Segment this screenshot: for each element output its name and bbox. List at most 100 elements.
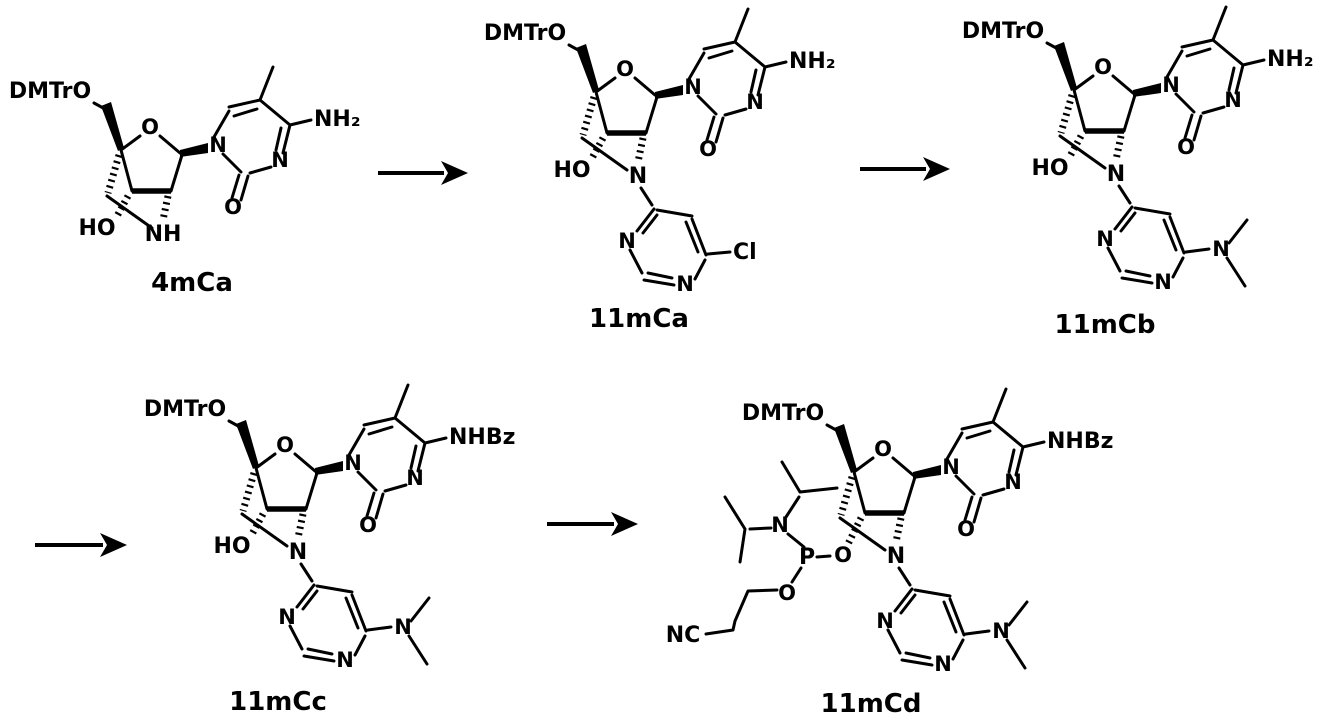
atom-label-base-n1: N bbox=[344, 451, 362, 475]
atom-label-amine: NHBz bbox=[449, 425, 515, 450]
hashed-bond-c4-bridge bbox=[579, 96, 598, 136]
atom-label-base-n1: N bbox=[1162, 73, 1180, 97]
atom-label-base-n1: N bbox=[684, 75, 702, 99]
hashed-bond-c3-o bbox=[844, 516, 865, 546]
atom-label-dimethylamino-n: N bbox=[394, 615, 412, 639]
bond-network bbox=[825, 387, 1046, 552]
hashed-bond-c2-n bbox=[892, 517, 905, 543]
atom-label-base-n3: N bbox=[746, 90, 764, 114]
atom-label-bridge-n: N bbox=[1107, 162, 1125, 187]
atom-label-hydroxyl: HO bbox=[1031, 156, 1068, 181]
atom-label-pyrimidine-n3: N bbox=[876, 609, 894, 633]
wedge-c5-c4 bbox=[101, 102, 124, 151]
atom-label-pyrimidine-n1: N bbox=[676, 272, 694, 296]
atom-label-ring-o: O bbox=[1094, 55, 1112, 79]
wedge-c1-n1 bbox=[180, 143, 208, 157]
atom-label-bridge-n: N bbox=[629, 164, 647, 189]
bond-network bbox=[567, 7, 788, 172]
atom-label-pyrimidine-n1: N bbox=[1154, 270, 1172, 294]
reaction-arrow-3 bbox=[35, 533, 127, 557]
atom-label-pyrimidine-n3: N bbox=[1096, 227, 1114, 251]
wedge-c5-c4 bbox=[1054, 42, 1077, 91]
hashed-bond-c3-oh bbox=[112, 194, 132, 220]
arrow-head bbox=[611, 512, 638, 536]
hashed-bond-c2-n bbox=[159, 195, 172, 221]
atom-label-base-n3: N bbox=[1224, 88, 1242, 112]
atom-label-hydroxyl: HO bbox=[78, 216, 115, 241]
phosphoramidite-bond-network bbox=[704, 460, 839, 636]
hashed-bond-c4-bridge bbox=[1057, 94, 1076, 134]
arrow-head bbox=[923, 157, 950, 181]
pyrimidine-bond-network bbox=[288, 562, 431, 666]
structure-11mCa: DMTrO O N N O NH₂ HO N N N Cl bbox=[484, 7, 835, 296]
atom-label-amine: NH₂ bbox=[1267, 47, 1313, 72]
atom-label-o3-oxygen: O bbox=[834, 543, 852, 567]
hashed-bond-c4-bridge bbox=[104, 154, 123, 194]
atom-label-ring-o: O bbox=[874, 437, 892, 461]
wedge-c1-n1 bbox=[315, 461, 343, 475]
compound-label-11mCc: 11mCc bbox=[229, 687, 327, 717]
atom-label-pyrimidine-n3: N bbox=[618, 229, 636, 253]
atom-label-amine: NHBz bbox=[1047, 429, 1113, 454]
wedge-c1-n1 bbox=[1133, 83, 1161, 97]
atom-label-chloro: Cl bbox=[733, 240, 757, 265]
wedge-c5-c4 bbox=[834, 424, 857, 473]
atom-label-nitrile: NC bbox=[666, 623, 701, 648]
atom-label-pyrimidine-n1: N bbox=[336, 648, 354, 672]
bond-network bbox=[1045, 5, 1266, 170]
atom-label-ring-o: O bbox=[141, 115, 159, 139]
structure-11mCb: DMTrO O N N O NH₂ HO N N N N bbox=[962, 5, 1313, 294]
atom-label-ring-o: O bbox=[616, 57, 634, 81]
compound-label-11mCb: 11mCb bbox=[1055, 310, 1156, 340]
atom-label-ring-o: O bbox=[276, 433, 294, 457]
atom-label-dmtro: DMTrO bbox=[9, 79, 91, 104]
arrow-head bbox=[100, 533, 127, 557]
compound-label-11mCd: 11mCd bbox=[821, 689, 922, 719]
wedge-c5-c4 bbox=[236, 420, 259, 469]
atom-label-base-n1: N bbox=[942, 455, 960, 479]
atom-label-base-n3: N bbox=[406, 466, 424, 490]
atom-label-dimethylamino-n: N bbox=[1212, 237, 1230, 261]
atom-label-amino-n: N bbox=[771, 513, 789, 537]
wedge-c1-n1 bbox=[913, 465, 941, 479]
structure-11mCd: DMTrO O N N O NHBz N N N N O P N O NC bbox=[666, 387, 1113, 676]
atom-label-bridge-n: N bbox=[289, 540, 307, 565]
atom-label-phosphorus: P bbox=[799, 545, 815, 570]
reaction-arrow-1 bbox=[378, 161, 468, 185]
compound-label-11mCa: 11mCa bbox=[589, 304, 689, 334]
hashed-bond-c4-bridge bbox=[239, 472, 258, 512]
atom-label-hydroxyl: HO bbox=[553, 158, 590, 183]
bond-network bbox=[227, 383, 448, 548]
atom-label-carbonyl-o: O bbox=[1177, 135, 1195, 159]
atom-label-base-n3: N bbox=[1004, 470, 1022, 494]
bond-network bbox=[92, 65, 313, 230]
structure-11mCc: DMTrO O N N O NHBz HO N N N N bbox=[144, 383, 515, 672]
pyrimidine-bond-network bbox=[628, 186, 732, 287]
atom-label-base-n3: N bbox=[271, 148, 289, 172]
hashed-bond-c3-oh bbox=[587, 136, 607, 162]
atom-label-chain-oxygen: O bbox=[778, 581, 796, 605]
reaction-arrow-4 bbox=[547, 512, 638, 536]
atom-label-bridge-n: NH bbox=[145, 222, 182, 247]
hashed-bond-c3-oh bbox=[247, 512, 267, 538]
pyrimidine-bond-network bbox=[886, 566, 1029, 670]
atom-label-dmtro: DMTrO bbox=[144, 397, 226, 422]
atom-label-carbonyl-o: O bbox=[957, 517, 975, 541]
atom-label-bridge-n: N bbox=[887, 544, 905, 569]
hashed-bond-c2-n bbox=[1112, 135, 1125, 161]
structure-4mCa: DMTrO O N N O NH₂ HO NH bbox=[9, 65, 360, 247]
reaction-arrow-2 bbox=[860, 157, 950, 181]
hashed-bond-c3-oh bbox=[1065, 134, 1085, 160]
atom-label-dmtro: DMTrO bbox=[962, 19, 1044, 44]
atom-label-dmtro: DMTrO bbox=[484, 21, 566, 46]
hashed-bond-c2-n bbox=[294, 513, 307, 539]
wedge-c5-c4 bbox=[576, 44, 599, 93]
atom-label-carbonyl-o: O bbox=[224, 195, 242, 219]
hashed-bond-c2-n bbox=[634, 137, 647, 163]
atom-label-carbonyl-o: O bbox=[359, 513, 377, 537]
atom-label-dmtro: DMTrO bbox=[742, 401, 824, 426]
arrow-head bbox=[441, 161, 468, 185]
compound-label-4mCa: 4mCa bbox=[151, 268, 233, 298]
